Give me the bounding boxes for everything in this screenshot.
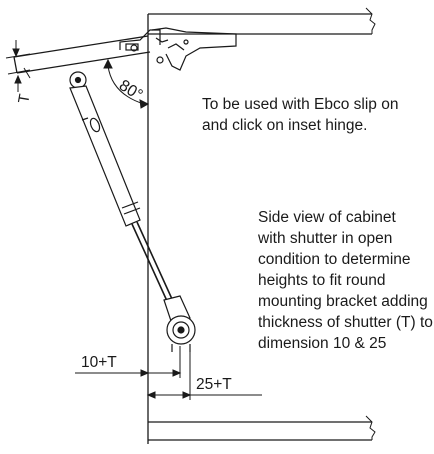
side-view-note-line: thickness of shutter (T) to [258, 314, 433, 331]
usage-note-line: and click on inset hinge. [202, 117, 368, 134]
dimension-10-t [75, 346, 182, 378]
thickness-dimension [5, 40, 31, 92]
opening-angle-arc [103, 58, 150, 109]
dimension-25-t [146, 352, 262, 400]
cabinet-bottom-panel [148, 415, 376, 441]
thickness-label: T [15, 93, 33, 105]
dimension-25-t-label: 25+T [196, 376, 232, 393]
dimension-10-t-label: 10+T [81, 354, 117, 371]
inset-hinge [119, 27, 237, 71]
side-view-note-line: with shutter in open [258, 230, 393, 247]
side-view-note-line: heights to fit round [258, 272, 386, 289]
usage-note: To be used with Ebco slip on and click o… [202, 94, 427, 136]
open-shutter [13, 35, 151, 79]
cabinet-top-panel [148, 7, 376, 35]
gas-spring [69, 71, 191, 325]
side-view-note-line: dimension 10 & 25 [258, 335, 387, 352]
side-view-note-line: condition to determine [258, 251, 411, 268]
usage-note-line: To be used with Ebco slip on [202, 96, 399, 113]
round-mounting-bracket [166, 315, 196, 352]
side-view-note: Side view of cabinet with shutter in ope… [258, 207, 434, 354]
side-view-note-line: mounting bracket adding [258, 293, 428, 310]
side-view-note-line: Side view of cabinet [258, 209, 396, 226]
